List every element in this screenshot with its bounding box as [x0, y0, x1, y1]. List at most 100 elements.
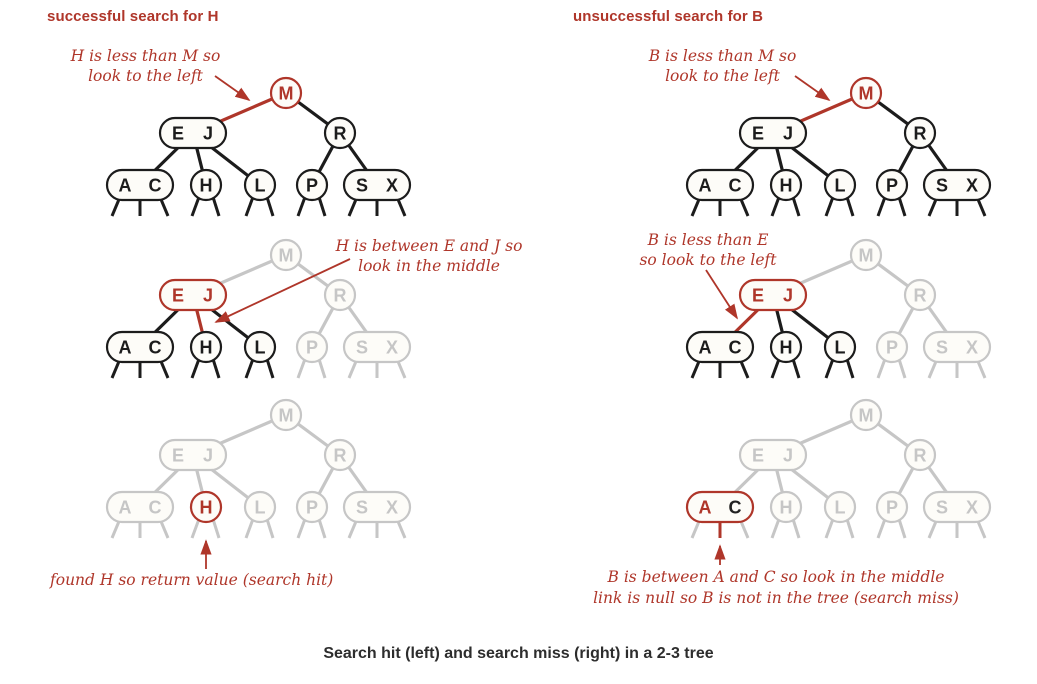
- node-key-C: C: [729, 498, 742, 518]
- null-link-leg: [845, 196, 855, 217]
- node-AC: [685, 490, 755, 524]
- note-line: B is between A and C so look in the midd…: [607, 568, 945, 586]
- node-key-E: E: [172, 446, 184, 466]
- null-link-leg: [296, 358, 307, 379]
- node-key-H: H: [780, 176, 793, 196]
- node-key-A: A: [699, 176, 712, 196]
- node-key-P: P: [306, 338, 318, 358]
- right-column-title: unsuccessful search for B: [573, 8, 764, 25]
- null-link-leg: [296, 196, 307, 217]
- node-L: [823, 490, 857, 524]
- node-key-M: M: [279, 406, 294, 426]
- null-link-leg: [876, 518, 887, 539]
- null-link-leg: [897, 358, 907, 379]
- node-key-J: J: [203, 446, 213, 466]
- note-left-step3: found H so return value (search hit): [50, 571, 390, 591]
- node-key-E: E: [752, 124, 764, 144]
- node-L: [823, 330, 857, 364]
- node-key-R: R: [334, 286, 347, 306]
- null-link-leg: [770, 518, 781, 539]
- note-line: look in the middle: [358, 256, 500, 275]
- node-H: [769, 490, 803, 524]
- null-link-leg: [845, 358, 855, 379]
- node-H: [189, 490, 223, 524]
- node-R: [323, 116, 357, 150]
- node-key-L: L: [255, 338, 266, 358]
- node-key-H: H: [200, 498, 213, 518]
- null-link-leg: [211, 358, 221, 379]
- node-EJ: [158, 116, 228, 150]
- node-H: [189, 168, 223, 202]
- node-key-A: A: [119, 498, 132, 518]
- null-link-leg: [897, 518, 907, 539]
- note-right-step3: B is between A and C so look in the midd…: [583, 567, 969, 608]
- null-link-leg: [876, 358, 887, 379]
- node-key-E: E: [172, 286, 184, 306]
- node-key-S: S: [356, 176, 368, 196]
- null-link-leg: [791, 518, 801, 539]
- node-H: [189, 330, 223, 364]
- node-EJ: [738, 278, 808, 312]
- node-key-P: P: [886, 338, 898, 358]
- node-key-C: C: [729, 176, 742, 196]
- node-key-P: P: [306, 176, 318, 196]
- node-P: [875, 490, 909, 524]
- node-AC: [685, 330, 755, 364]
- node-P: [295, 490, 329, 524]
- null-link-leg: [824, 518, 835, 539]
- node-key-X: X: [966, 338, 978, 358]
- node-key-X: X: [966, 176, 978, 196]
- node-M: [849, 76, 883, 110]
- node-key-J: J: [203, 286, 213, 306]
- node-key-M: M: [859, 84, 874, 104]
- node-key-X: X: [966, 498, 978, 518]
- note-line: look to the left: [665, 66, 780, 85]
- node-key-S: S: [936, 176, 948, 196]
- node-AC: [105, 168, 175, 202]
- node-R: [903, 278, 937, 312]
- null-link-leg: [317, 518, 327, 539]
- node-M: [849, 238, 883, 272]
- null-link-leg: [317, 196, 327, 217]
- node-SX: [342, 490, 412, 524]
- node-key-M: M: [859, 246, 874, 266]
- node-L: [243, 168, 277, 202]
- note-right-step2: B is less than E so look to the left: [626, 231, 790, 270]
- node-key-C: C: [149, 176, 162, 196]
- node-key-J: J: [783, 446, 793, 466]
- note-line: link is null so B is not in the tree (se…: [593, 588, 959, 607]
- node-P: [875, 168, 909, 202]
- null-link-leg: [845, 518, 855, 539]
- node-EJ: [738, 116, 808, 150]
- node-AC: [685, 168, 755, 202]
- node-key-E: E: [752, 446, 764, 466]
- null-link-leg: [211, 518, 221, 539]
- node-key-A: A: [119, 338, 132, 358]
- node-key-X: X: [386, 498, 398, 518]
- null-link-leg: [791, 196, 801, 217]
- node-key-E: E: [172, 124, 184, 144]
- node-key-C: C: [149, 498, 162, 518]
- figure-caption: Search hit (left) and search miss (right…: [323, 645, 714, 662]
- node-key-L: L: [835, 176, 846, 196]
- null-link-leg: [190, 518, 201, 539]
- node-key-M: M: [279, 84, 294, 104]
- node-key-S: S: [936, 498, 948, 518]
- node-key-S: S: [356, 498, 368, 518]
- node-EJ: [738, 438, 808, 472]
- null-link-leg: [876, 196, 887, 217]
- node-SX: [922, 168, 992, 202]
- note-line: H is less than M so: [70, 47, 221, 65]
- null-link-leg: [770, 196, 781, 217]
- null-link-leg: [770, 358, 781, 379]
- note-left-step1: H is less than M so look to the left: [58, 47, 233, 86]
- null-link-leg: [265, 196, 275, 217]
- null-link-leg: [265, 358, 275, 379]
- note-line: H is between E and J so: [335, 237, 523, 255]
